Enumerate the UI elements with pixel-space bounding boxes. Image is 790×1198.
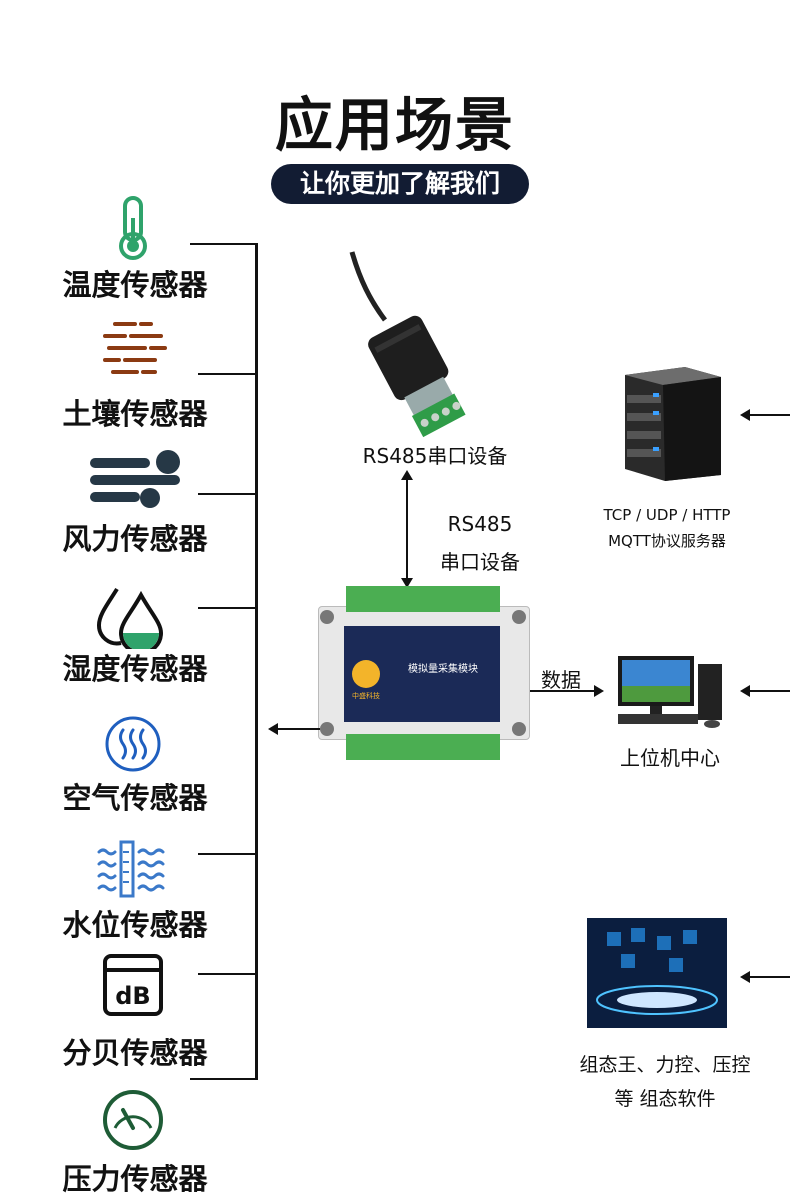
thermometer-icon [119,196,147,260]
mount-hole-icon [512,722,526,736]
module-name: 模拟量采集模块 [408,664,478,675]
sensor-label-wind: 风力传感器 [62,522,208,556]
server-protocols: TCP / UDP / HTTP [603,506,731,524]
arrow-right [530,685,604,697]
sensor-label-decibel: 分贝传感器 [62,1036,208,1070]
sensor-label-pressure: 压力传感器 [62,1162,208,1196]
server-image [625,367,721,481]
soil-layers-icon [103,322,167,374]
sensor-label-soil: 土壤传感器 [62,397,208,431]
bracket-tick-5 [198,853,258,855]
bracket-tick-6 [198,973,258,975]
server-label: MQTT协议服务器 [608,532,726,550]
software-line2: 等 组态软件 [614,1088,716,1110]
arrow-software [740,971,790,983]
rs485-link-line2: 串口设备 [440,550,520,574]
mount-hole-icon [320,722,334,736]
sensor-label-humidity: 湿度传感器 [62,652,208,686]
arrow-pc [740,685,790,697]
page-subtitle: 让你更加了解我们 [271,164,529,204]
software-line1: 组态王、力控、压控 [579,1054,751,1076]
water-drops-icon [96,587,164,649]
page-title: 应用场景 [274,91,515,159]
rs485-link-line1: RS485 [447,512,513,536]
terminal-block-top [346,586,500,612]
decibel-icon: dB [103,954,163,1016]
sensor-label-air: 空气传感器 [62,781,208,815]
rs485-adapter-image [349,251,466,438]
air-waves-icon [105,716,161,772]
module-brand: 中盛科技 [352,692,380,700]
rs485-device-label: RS485串口设备 [362,444,508,468]
arrow-left [268,723,320,735]
water-level-icon [97,840,165,898]
bracket-tick-3 [198,493,258,495]
bracket-tick-4 [198,607,258,609]
mount-hole-icon [512,610,526,624]
computer-image [618,656,722,728]
data-label: 数据 [541,668,581,692]
arrow-server [740,409,790,421]
mount-hole-icon [320,610,334,624]
terminal-block-bottom [346,734,500,760]
pc-label: 上位机中心 [620,746,720,770]
bracket-vertical [255,243,258,1080]
software-image [587,918,727,1028]
pressure-gauge-icon [103,1090,163,1150]
svg-text:dB: dB [115,982,150,1010]
bracket-tick-1 [190,243,258,245]
bracket-tick-7 [190,1078,258,1080]
bracket-tick-2 [198,373,258,375]
sensor-label-temperature: 温度传感器 [62,268,208,302]
wind-icon [90,450,180,508]
acquisition-module: 中盛科技 模拟量采集模块 [318,586,530,762]
sensor-label-water-level: 水位传感器 [62,908,208,942]
bidirectional-arrow [401,470,413,588]
brand-logo-icon [352,660,380,688]
